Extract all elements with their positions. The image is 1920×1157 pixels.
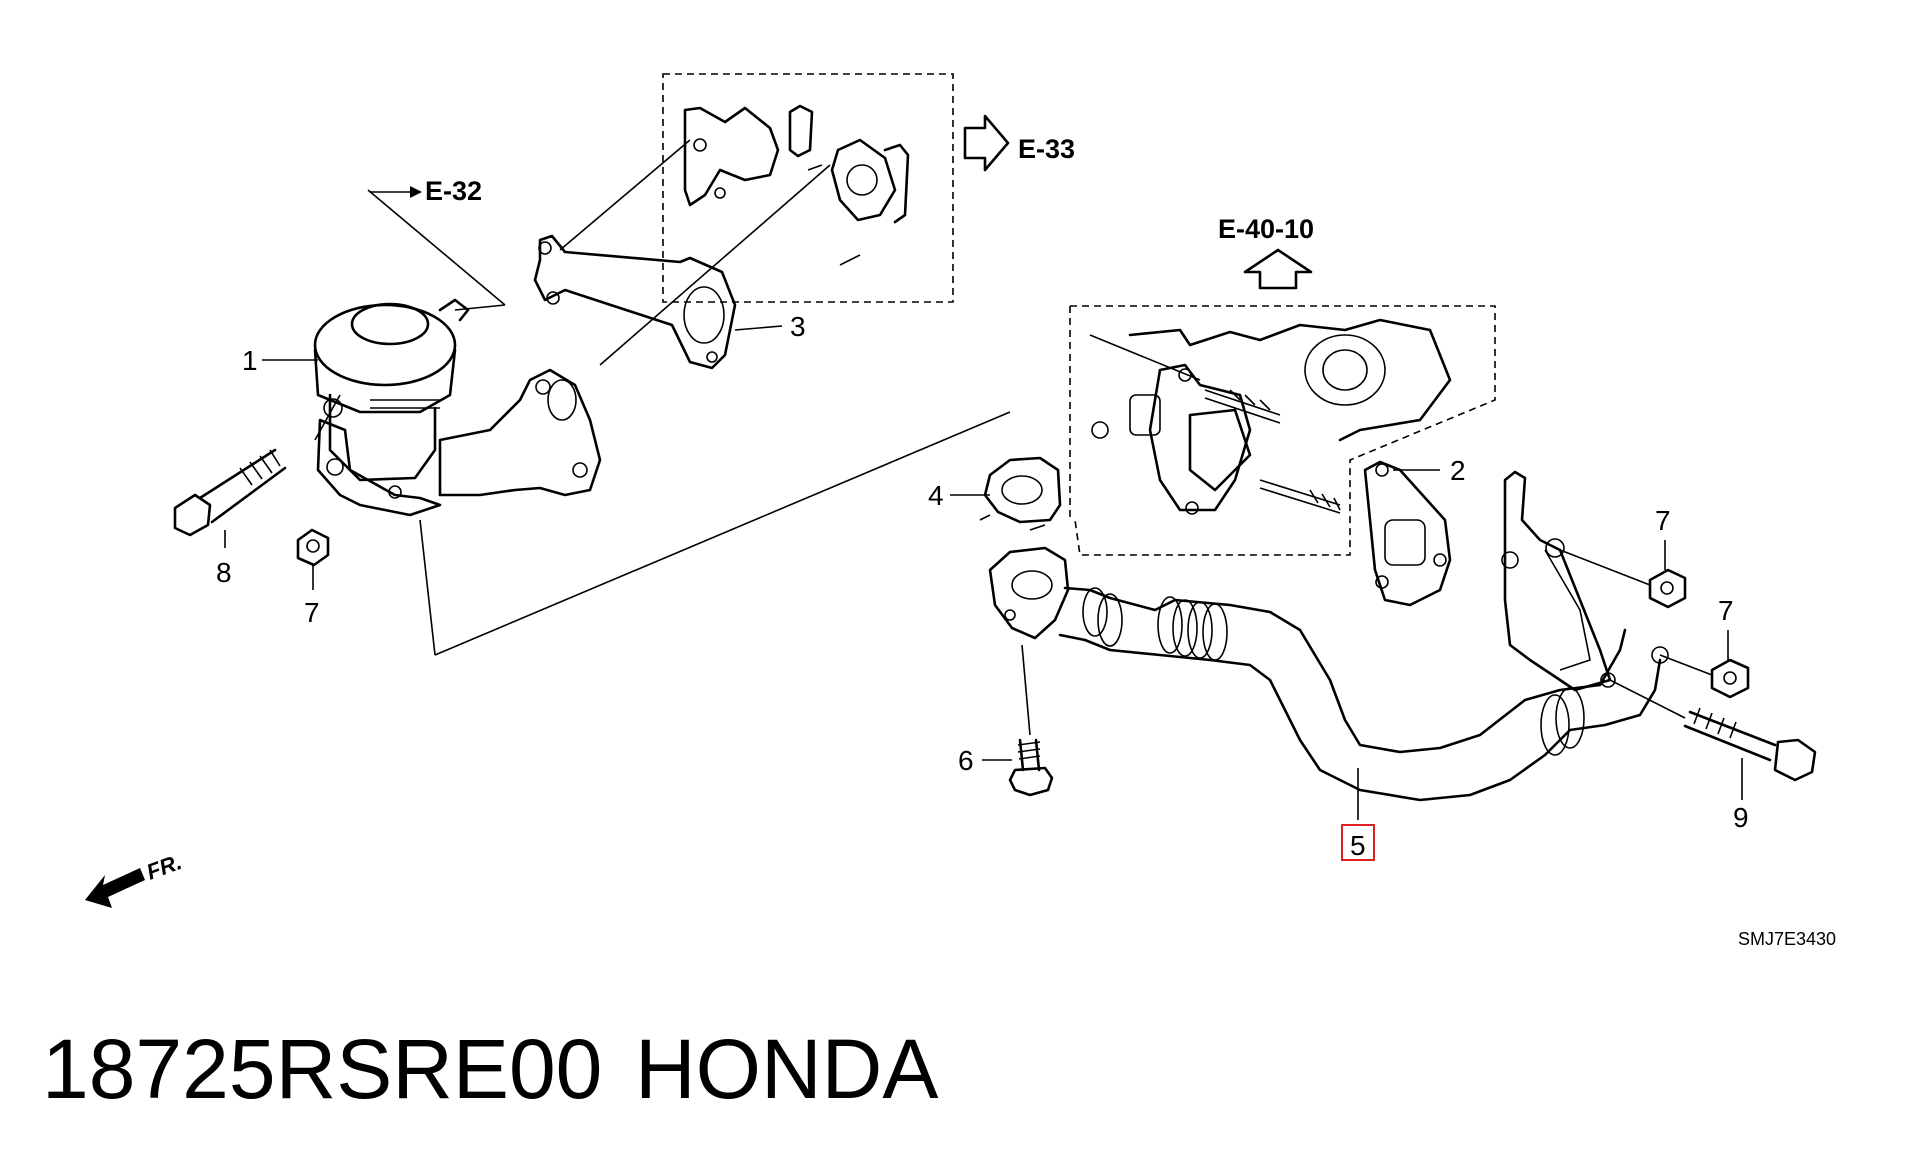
- part-9-bolt: [1609, 679, 1817, 782]
- callout-4[interactable]: 4: [928, 480, 944, 511]
- assembly-lines: [314, 139, 1011, 656]
- front-label: FR.: [143, 849, 185, 885]
- ref-arrow-e33: E-33: [963, 114, 1075, 172]
- callout-5[interactable]: 5: [1350, 830, 1366, 861]
- callout-7-right-lower[interactable]: 7: [1718, 595, 1734, 626]
- part-number-title: 18725RSRE00: [42, 1022, 602, 1116]
- callout-7-right-upper[interactable]: 7: [1655, 505, 1671, 536]
- highlight-box: [1341, 824, 1375, 861]
- part-2-gasket: [1363, 460, 1452, 607]
- brand-title: HONDA: [635, 1022, 938, 1116]
- inset-e33: [662, 73, 954, 303]
- ref-e32-label[interactable]: E-32: [425, 176, 482, 206]
- part-4-gasket: [979, 456, 1062, 531]
- callout-9[interactable]: 9: [1733, 802, 1749, 833]
- part-1-egr-valve: [313, 298, 470, 482]
- part-7-nut-left: [296, 528, 330, 567]
- part-5-egr-pipe: [988, 470, 1669, 802]
- part-7-nut-right-lower: [1659, 654, 1750, 699]
- callout-7-left[interactable]: 7: [304, 597, 320, 628]
- callouts: 1 2 3 4 5 6 7 7 7 8 9: [216, 311, 1749, 861]
- part-8-bolt: [173, 448, 287, 537]
- ref-arrow-e32: E-32: [370, 176, 482, 206]
- diagram-code: SMJ7E3430: [1738, 929, 1836, 949]
- ref-arrow-e40: E-40-10: [1218, 214, 1314, 290]
- callout-1[interactable]: 1: [242, 345, 258, 376]
- callout-8[interactable]: 8: [216, 557, 232, 588]
- front-direction-arrow: FR.: [85, 849, 185, 908]
- callout-3[interactable]: 3: [790, 311, 806, 342]
- ref-e40-label[interactable]: E-40-10: [1218, 214, 1314, 244]
- inset-e40: [1069, 305, 1496, 556]
- egr-elbow-flange: [316, 368, 602, 517]
- callout-2[interactable]: 2: [1450, 455, 1466, 486]
- callout-6[interactable]: 6: [958, 745, 974, 776]
- part-3-gasket-plate: [533, 234, 737, 370]
- part-6-bolt: [1008, 644, 1054, 797]
- ref-e33-label[interactable]: E-33: [1018, 134, 1075, 164]
- part-7-nut-right-upper: [1554, 547, 1687, 609]
